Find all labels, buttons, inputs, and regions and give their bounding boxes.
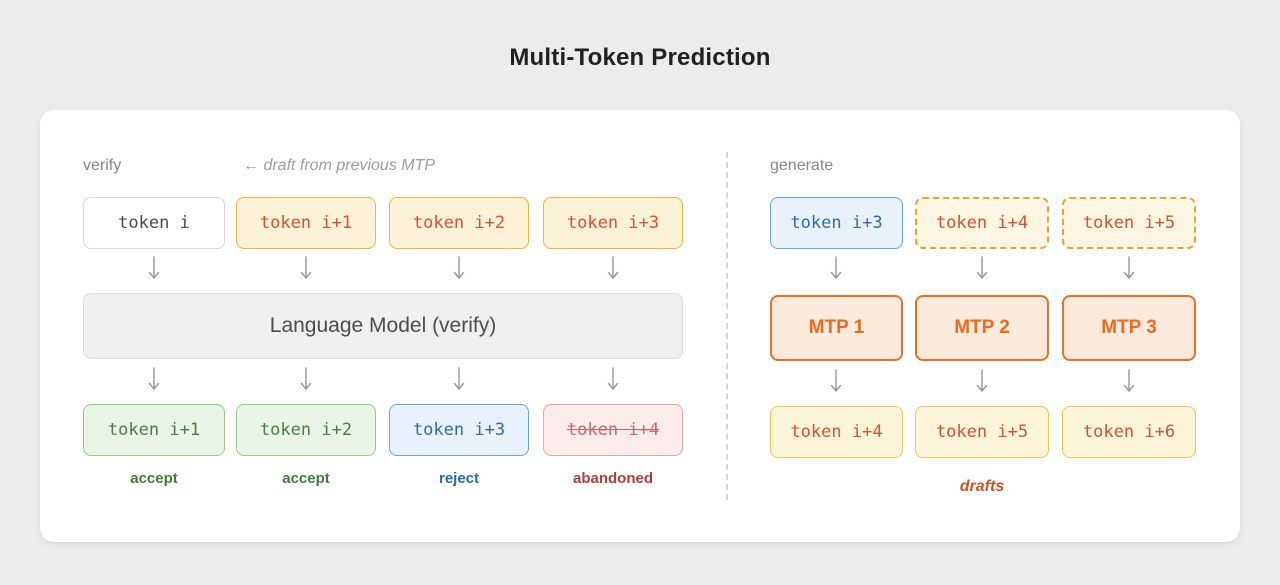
generate-input-token-i3: token i+3 bbox=[770, 197, 903, 249]
mtp-label: MTP 3 bbox=[1101, 317, 1157, 338]
token-label: token i+3 bbox=[790, 213, 883, 233]
verdict-accept-2: accept bbox=[282, 470, 330, 487]
down-arrow-icon bbox=[300, 256, 312, 284]
down-arrow-icon bbox=[830, 369, 842, 397]
language-model-verify-box: Language Model (verify) bbox=[83, 293, 683, 359]
token-label: token i+4 bbox=[935, 213, 1029, 233]
panel-divider bbox=[726, 152, 728, 500]
generate-input-token-i5: token i+5 bbox=[1062, 197, 1196, 249]
down-arrow-icon bbox=[148, 367, 160, 395]
mtp-module-2: MTP 2 bbox=[915, 295, 1049, 361]
down-arrow-icon bbox=[453, 367, 465, 395]
down-arrow-icon bbox=[1123, 256, 1135, 284]
token-label: token i+3 bbox=[412, 420, 506, 440]
generate-input-token-i4: token i+4 bbox=[915, 197, 1049, 249]
generate-panel-label: generate bbox=[770, 157, 834, 174]
mtp-label: MTP 1 bbox=[808, 317, 865, 338]
down-arrow-icon bbox=[976, 256, 988, 284]
down-arrow-icon bbox=[976, 369, 988, 397]
token-label: token i+1 bbox=[107, 420, 201, 440]
token-label: token i+2 bbox=[259, 420, 353, 440]
verify-output-token-i3: token i+3 bbox=[389, 404, 529, 456]
down-arrow-icon bbox=[148, 256, 160, 284]
down-arrow-icon bbox=[300, 367, 312, 395]
verify-input-token-i2: token i+2 bbox=[389, 197, 529, 249]
diagram-card: verify ← draft from previous MTP token i… bbox=[40, 110, 1240, 542]
verdict-accept-1: accept bbox=[130, 470, 178, 487]
token-label: token i+6 bbox=[1082, 422, 1176, 442]
down-arrow-icon bbox=[830, 256, 842, 284]
down-arrow-icon bbox=[607, 367, 619, 395]
verify-output-token-i2: token i+2 bbox=[236, 404, 376, 456]
draft-from-previous-mtp-note: ← draft from previous MTP bbox=[243, 157, 436, 174]
mtp-label: MTP 2 bbox=[954, 317, 1010, 338]
page-title: Multi-Token Prediction bbox=[509, 44, 771, 71]
down-arrow-icon bbox=[607, 256, 619, 284]
token-label: token i+3 bbox=[566, 213, 660, 233]
token-label: token i+1 bbox=[259, 213, 353, 233]
token-label: token i+5 bbox=[935, 422, 1029, 442]
token-label: token i+5 bbox=[1082, 213, 1176, 233]
token-label: token i+4 bbox=[790, 422, 883, 442]
token-label: token i bbox=[118, 213, 190, 233]
language-model-label: Language Model (verify) bbox=[269, 314, 497, 337]
drafts-caption: drafts bbox=[959, 478, 1005, 495]
mtp-module-1: MTP 1 bbox=[770, 295, 903, 361]
verify-output-token-i4: token i+4 bbox=[543, 404, 683, 456]
verify-panel-label: verify bbox=[83, 157, 122, 174]
verdict-reject: reject bbox=[438, 470, 480, 487]
token-label: token i+2 bbox=[412, 213, 506, 233]
verdict-abandoned: abandoned bbox=[572, 470, 653, 487]
down-arrow-icon bbox=[1123, 369, 1135, 397]
verify-input-token-i: token i bbox=[83, 197, 225, 249]
generate-draft-token-i6: token i+6 bbox=[1062, 406, 1196, 458]
verify-output-token-i1: token i+1 bbox=[83, 404, 225, 456]
verify-input-token-i1: token i+1 bbox=[236, 197, 376, 249]
verify-input-token-i3: token i+3 bbox=[543, 197, 683, 249]
mtp-module-3: MTP 3 bbox=[1062, 295, 1196, 361]
generate-draft-token-i5: token i+5 bbox=[915, 406, 1049, 458]
token-label: token i+4 bbox=[566, 420, 660, 440]
generate-draft-token-i4: token i+4 bbox=[770, 406, 903, 458]
down-arrow-icon bbox=[453, 256, 465, 284]
